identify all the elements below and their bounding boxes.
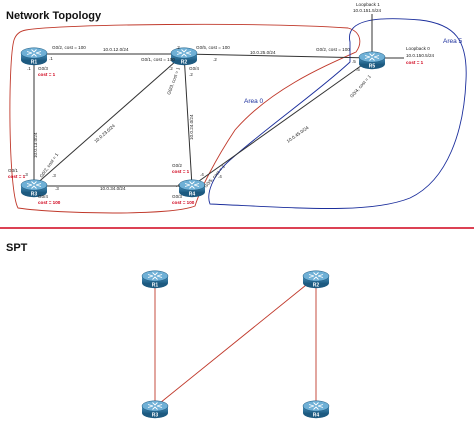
topology-title: Network Topology [6, 10, 102, 22]
loopback1-network: 10.0.151.5/24 [353, 8, 382, 13]
r4-g03-cost: cost = 100 [172, 200, 195, 205]
r1-host-r2: .1 [49, 56, 53, 61]
router-r5-label: R5 [369, 64, 376, 70]
r5-g04-label: G0/4, cost = 1 [349, 74, 372, 99]
r4-g02-cost: cost = 1 [172, 169, 190, 174]
subnet-r2-r4: 10.0.24.0/24 [189, 114, 194, 140]
r5-host-r4: .5 [356, 67, 360, 72]
router-r3-label: R3 [31, 192, 38, 198]
link-r4-r5 [191, 57, 373, 187]
subnet-r4-r5: 10.0.45.0/24 [286, 125, 310, 144]
r3-host-r4: .3 [55, 186, 59, 191]
r3-host-r1: .3 [24, 172, 28, 177]
r3-g04-label: G0/4 [38, 194, 48, 199]
r3-g02-label: G0/2, cost = 1 [39, 152, 60, 179]
router-r2[interactable]: R2 [170, 47, 198, 66]
r4-host-r5: .4 [218, 174, 222, 179]
subnet-r2-r3: 10.0.23.0/24 [93, 123, 116, 144]
r1-host-r3: .1 [27, 66, 31, 71]
loopback0-network: 10.0.150.5/24 [406, 53, 435, 58]
router-r4-label: R4 [189, 192, 196, 198]
loopback0-cost: cost = 1 [406, 60, 424, 65]
subnet-r1-r3: 10.0.13.0/24 [33, 132, 38, 158]
spt-link-r2-r3 [154, 276, 317, 408]
r2-host-r5: .2 [213, 57, 217, 62]
area5-outline [208, 18, 467, 209]
r4-host-r2: .4 [200, 172, 204, 177]
router-r2-label: R2 [181, 60, 188, 66]
router-r1-label: R1 [31, 60, 38, 66]
r5-host-r2: .5 [352, 59, 356, 64]
spt-router-r4-label: R4 [313, 413, 320, 419]
r3-g01-cost: cost = 1 [8, 174, 26, 179]
r1-g03-cost: cost = 1 [38, 72, 56, 77]
r1-g03-label: G0/3 [38, 66, 48, 71]
r4-g03-label: G0/3 [172, 194, 182, 199]
router-r4[interactable]: R4 [178, 179, 206, 198]
r4-host-r3: .4 [176, 183, 180, 188]
r2-g05-label: G0/5, cost = 100 [196, 45, 230, 50]
r2-g04-label: G0/4 [189, 66, 199, 71]
spt-router-r1[interactable]: R1 [141, 270, 169, 289]
spt-router-r1-label: R1 [152, 283, 159, 289]
loopback0-name: Loopback 0 [406, 46, 430, 51]
area0-outline [9, 23, 361, 214]
r3-g04-cost: cost = 100 [38, 200, 61, 205]
r1-g02-label: G0/2, cost = 100 [52, 45, 86, 50]
r2-host-r3: .2 [169, 66, 173, 71]
r4-g02-label: G0/2 [172, 163, 182, 168]
spt-router-r4[interactable]: R4 [302, 400, 330, 419]
subnet-r2-r5: 10.0.25.0/24 [250, 50, 276, 55]
r2-host-r4: .2 [189, 72, 193, 77]
spt-router-r3-label: R3 [152, 413, 159, 419]
r2-g01-label: G0/1, cost = 100 [141, 57, 175, 62]
r3-host-r2: .3 [52, 173, 56, 178]
subnet-r3-r4: 10.0.34.0/24 [100, 186, 126, 191]
router-r3[interactable]: R3 [20, 179, 48, 198]
subnet-r1-r2: 10.0.12.0/24 [103, 47, 129, 52]
r2-host-r1: .2 [176, 45, 180, 50]
router-r1[interactable]: R1 [20, 47, 48, 66]
link-r2-r3 [33, 53, 185, 187]
spt-router-r3[interactable]: R3 [141, 400, 169, 419]
link-r2-r5 [183, 53, 373, 59]
spt-router-r2[interactable]: R2 [302, 270, 330, 289]
r3-g01-label: G0/1 [8, 168, 18, 173]
r5-g02-label: G0/2, cost = 100 [316, 47, 350, 52]
spt-router-r2-label: R2 [313, 283, 320, 289]
link-r2-r4 [183, 53, 193, 187]
router-r5[interactable]: R5 [358, 51, 386, 70]
spt-title: SPT [6, 242, 28, 254]
area0-label: Area 0 [244, 98, 264, 105]
loopback1-name: Loopback 1 [356, 2, 380, 7]
area5-label: Area 5 [443, 38, 463, 45]
